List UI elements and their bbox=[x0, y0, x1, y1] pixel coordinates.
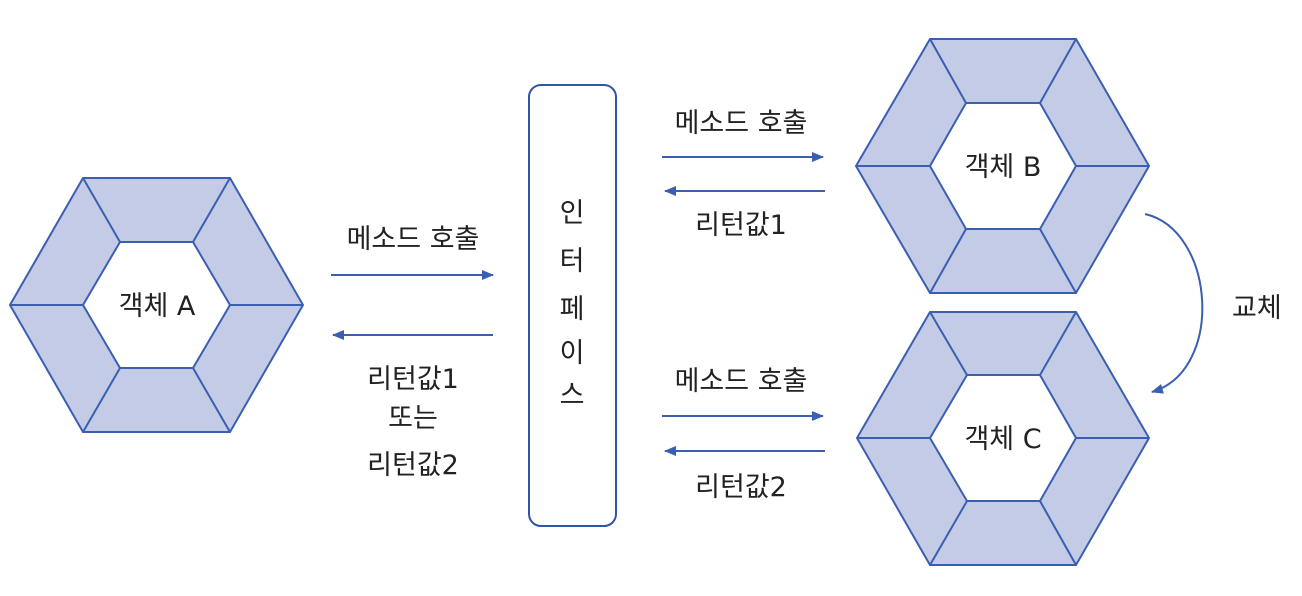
object-c-hexagon: 객체 C bbox=[855, 311, 1151, 566]
object-a-hexagon: 객체 A bbox=[8, 177, 305, 433]
left-return-label-2: 또는 bbox=[388, 403, 438, 434]
right-top-return-label: 리턴값1 bbox=[695, 210, 787, 241]
right-bottom-return-label: 리턴값2 bbox=[695, 472, 787, 503]
object-b-hexagon: 객체 B bbox=[854, 38, 1151, 294]
object-b-label: 객체 B bbox=[965, 152, 1042, 183]
replace-arrow bbox=[1144, 213, 1204, 394]
left-call-label: 메소드 호출 bbox=[347, 224, 480, 255]
right-bottom-call-label: 메소드 호출 bbox=[675, 366, 808, 397]
right-top-call-label: 메소드 호출 bbox=[675, 108, 808, 139]
interface-char: 스 bbox=[560, 380, 585, 411]
interface-char: 이 bbox=[560, 338, 585, 369]
object-a-label: 객체 A bbox=[119, 291, 196, 322]
replace-label: 교체 bbox=[1232, 293, 1282, 324]
left-return-label-1: 리턴값1 bbox=[367, 364, 459, 395]
left-return-label-3: 리턴값2 bbox=[367, 450, 459, 481]
interface-char: 인 bbox=[560, 198, 585, 229]
interface-char: 터 bbox=[560, 246, 585, 277]
interface-box: 인 터 페 이 스 bbox=[528, 84, 617, 527]
interface-char: 페 bbox=[560, 294, 585, 325]
object-c-label: 객체 C bbox=[964, 424, 1041, 455]
